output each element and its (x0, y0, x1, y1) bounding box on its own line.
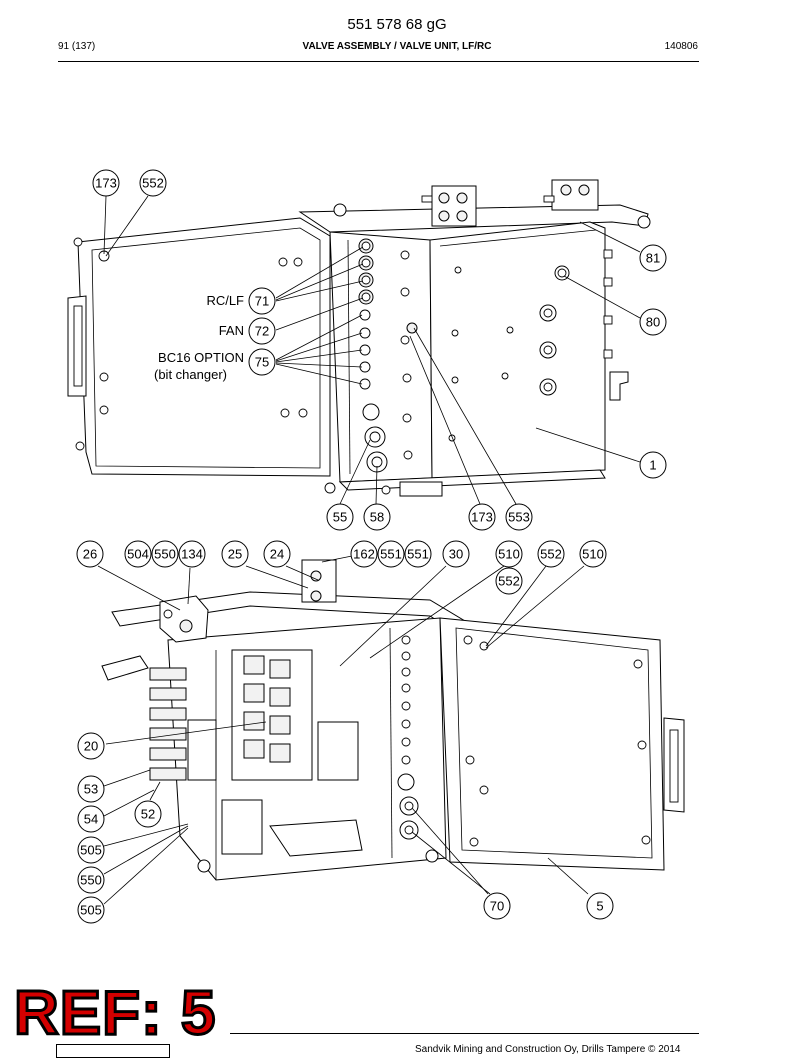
callout-top-55: 55 (326, 503, 354, 531)
callout-bottom-552a: 552 (537, 540, 565, 568)
callout-top-58: 58 (363, 503, 391, 531)
callout-bottom-26: 26 (76, 540, 104, 568)
svg-text:81: 81 (646, 251, 660, 266)
svg-text:26: 26 (83, 547, 97, 562)
svg-text:54: 54 (84, 812, 98, 827)
svg-text:20: 20 (84, 739, 98, 754)
document-title: VALVE ASSEMBLY / VALVE UNIT, LF/RC (302, 41, 492, 52)
svg-text:24: 24 (270, 547, 284, 562)
document-date: 140806 (664, 41, 698, 52)
callout-bottom-20: 20 (77, 732, 105, 760)
svg-text:504: 504 (127, 547, 149, 562)
footer-divider (230, 1033, 699, 1034)
callout-bottom-510b: 510 (579, 540, 607, 568)
svg-text:162: 162 (353, 547, 375, 562)
callout-bottom-25: 25 (221, 540, 249, 568)
svg-text:55: 55 (333, 510, 347, 525)
document-number: 551 578 68 gG (347, 16, 447, 33)
svg-text:553: 553 (508, 510, 530, 525)
svg-text:551: 551 (380, 547, 402, 562)
reference-stamp: REF: 5 (12, 979, 217, 1048)
label-rclf: RC/LF (206, 293, 244, 308)
svg-text:173: 173 (471, 510, 493, 525)
callout-bottom-30: 30 (442, 540, 470, 568)
svg-text:550: 550 (80, 873, 102, 888)
svg-text:25: 25 (228, 547, 242, 562)
svg-text:53: 53 (84, 782, 98, 797)
footer-copyright: Sandvik Mining and Construction Oy, Dril… (415, 1044, 681, 1055)
header-divider (58, 61, 699, 62)
svg-text:30: 30 (449, 547, 463, 562)
label-bc16-option: BC16 OPTION (158, 350, 244, 365)
callout-bottom-550: 550 (151, 540, 179, 568)
callout-bottom-551a: 551 (377, 540, 405, 568)
label-fan: FAN (219, 323, 244, 338)
top-assembly-drawing (67, 179, 651, 497)
svg-text:72: 72 (255, 324, 269, 339)
callout-bottom-70: 70 (483, 892, 511, 920)
callout-bottom-552b: 552 (495, 567, 523, 595)
callout-bottom-162: 162 (350, 540, 378, 568)
svg-text:551: 551 (407, 547, 429, 562)
svg-text:5: 5 (596, 899, 603, 914)
callout-top-1: 1 (639, 451, 667, 479)
callout-bottom-134: 134 (178, 540, 206, 568)
svg-text:550: 550 (154, 547, 176, 562)
callout-top-80: 80 (639, 308, 667, 336)
svg-text:552: 552 (142, 176, 164, 191)
callout-bottom-550b: 550 (77, 866, 105, 894)
svg-text:1: 1 (649, 458, 656, 473)
callout-top-173: 173 (92, 169, 120, 197)
svg-text:52: 52 (141, 807, 155, 822)
label-bit-changer: (bit changer) (154, 367, 227, 382)
svg-text:70: 70 (490, 899, 504, 914)
callout-bottom-5: 5 (586, 892, 614, 920)
callout-top-552: 552 (139, 169, 167, 197)
callout-bottom-505a: 505 (77, 836, 105, 864)
callout-top-173b: 173 (468, 503, 496, 531)
callout-top-81: 81 (639, 244, 667, 272)
callout-bottom-24: 24 (263, 540, 291, 568)
svg-text:505: 505 (80, 843, 102, 858)
svg-text:75: 75 (255, 355, 269, 370)
svg-text:505: 505 (80, 903, 102, 918)
svg-text:58: 58 (370, 510, 384, 525)
callout-top-71: 71 (248, 287, 276, 315)
svg-text:134: 134 (181, 547, 203, 562)
callout-bottom-505b: 505 (77, 896, 105, 924)
svg-text:552: 552 (498, 574, 520, 589)
bottom-assembly-drawing (101, 559, 685, 881)
callout-top-72: 72 (248, 317, 276, 345)
callout-top-75: 75 (248, 348, 276, 376)
callout-bottom-510a: 510 (495, 540, 523, 568)
svg-text:173: 173 (95, 176, 117, 191)
callout-top-553: 553 (505, 503, 533, 531)
callout-bottom-54: 54 (77, 805, 105, 833)
callout-bottom-551b: 551 (404, 540, 432, 568)
svg-text:80: 80 (646, 315, 660, 330)
svg-text:552: 552 (540, 547, 562, 562)
leader-lines (97, 195, 641, 905)
callout-bottom-52: 52 (134, 800, 162, 828)
callout-bottom-504: 504 (124, 540, 152, 568)
callout-bottom-53: 53 (77, 775, 105, 803)
svg-text:510: 510 (498, 547, 520, 562)
svg-text:510: 510 (582, 547, 604, 562)
svg-text:71: 71 (255, 294, 269, 309)
page-number: 91 (137) (58, 41, 96, 52)
